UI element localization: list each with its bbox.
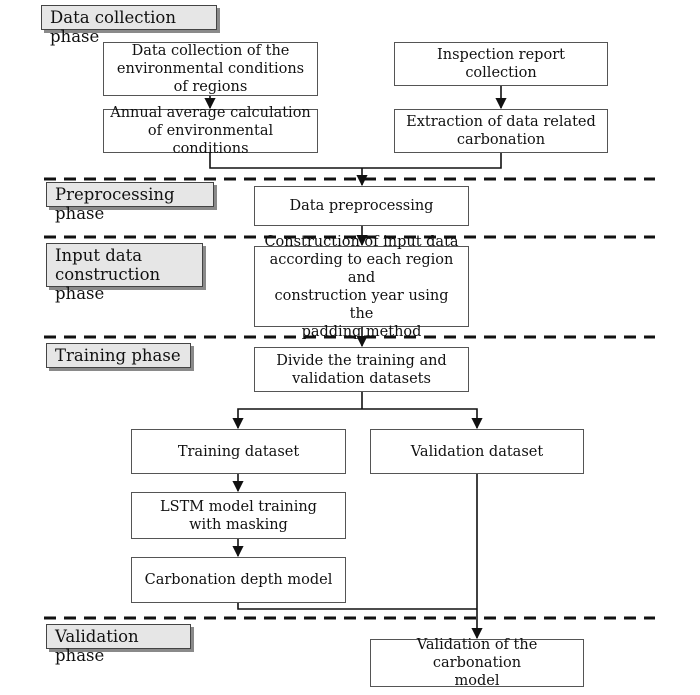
phase-label-data-collection: Data collection phase [41, 5, 217, 46]
phase-label-input-construction: Input data construction phase [46, 243, 203, 303]
extraction-box: Extraction of data related carbonation [394, 109, 608, 153]
env-conditions-collection-box: Data collection of the environmental con… [103, 42, 318, 96]
divide-datasets-box: Divide the training and validation datas… [254, 347, 469, 392]
phase-label-validation: Validation phase [46, 624, 191, 665]
arrow-divide-to-validation [362, 408, 483, 430]
data-preprocessing-box: Data preprocessing [254, 186, 469, 226]
validation-model-box: Validation of the carbonation model [370, 637, 584, 689]
phase-label-preprocessing: Preprocessing phase [46, 182, 214, 223]
inspection-report-box: Inspection report collection [394, 42, 608, 86]
phase-label-training: Training phase [46, 343, 191, 368]
input-construction-box: Construction of input data according to … [254, 234, 469, 340]
arrow-divide-to-training [232, 408, 362, 430]
validation-dataset-box: Validation dataset [370, 429, 584, 474]
training-dataset-box: Training dataset [131, 429, 346, 474]
annual-average-box: Annual average calculation of environmen… [103, 105, 318, 157]
carbonation-depth-model-box: Carbonation depth model [131, 557, 346, 603]
merge-annual-extraction [209, 153, 502, 169]
line-carbonation-to-validation [237, 603, 477, 610]
lstm-training-box: LSTM model training with masking [131, 492, 346, 539]
